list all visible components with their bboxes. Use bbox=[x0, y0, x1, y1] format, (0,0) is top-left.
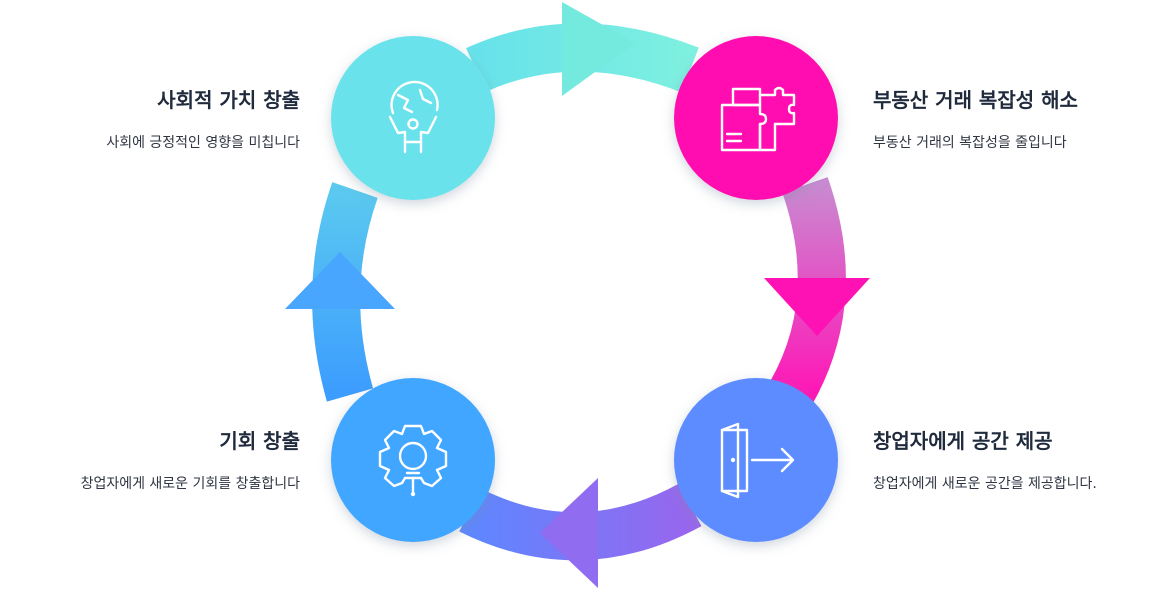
node-description: 창업자에게 새로운 공간을 제공합니다. bbox=[873, 476, 1097, 492]
node-description: 사회에 긍정적인 영향을 미칩니다 bbox=[106, 135, 300, 151]
arrow-head-left bbox=[285, 252, 395, 309]
puzzle-document-icon bbox=[720, 86, 796, 152]
node-title: 창업자에게 공간 제공 bbox=[873, 429, 1053, 453]
globe-person-icon bbox=[388, 80, 439, 154]
node-opportunity-circle bbox=[331, 378, 495, 542]
arrow-head-top bbox=[562, 2, 635, 96]
node-title: 부동산 거래 복잡성 해소 bbox=[873, 88, 1078, 112]
node-title: 사회적 가치 창출 bbox=[157, 88, 300, 112]
label-real-estate: 부동산 거래 복잡성 해소 부동산 거래의 복잡성을 줄입니다 bbox=[873, 87, 1163, 153]
label-social-value: 사회적 가치 창출 사회에 긍정적인 영향을 미칩니다 bbox=[0, 87, 300, 153]
node-social-value-circle bbox=[331, 36, 495, 200]
node-title: 기회 창출 bbox=[219, 429, 300, 453]
lightbulb-gear-icon bbox=[378, 424, 448, 497]
arrow-head-bottom bbox=[540, 478, 598, 588]
arrow-head-right bbox=[764, 278, 870, 336]
node-description: 부동산 거래의 복잡성을 줄입니다 bbox=[873, 135, 1067, 151]
node-description: 창업자에게 새로운 기회를 창출합니다 bbox=[80, 476, 300, 492]
door-exit-icon bbox=[720, 422, 795, 499]
node-real-estate-circle bbox=[674, 36, 838, 200]
label-opportunity: 기회 창출 창업자에게 새로운 기회를 창출합니다 bbox=[0, 428, 300, 494]
label-space: 창업자에게 공간 제공 창업자에게 새로운 공간을 제공합니다. bbox=[873, 428, 1163, 494]
